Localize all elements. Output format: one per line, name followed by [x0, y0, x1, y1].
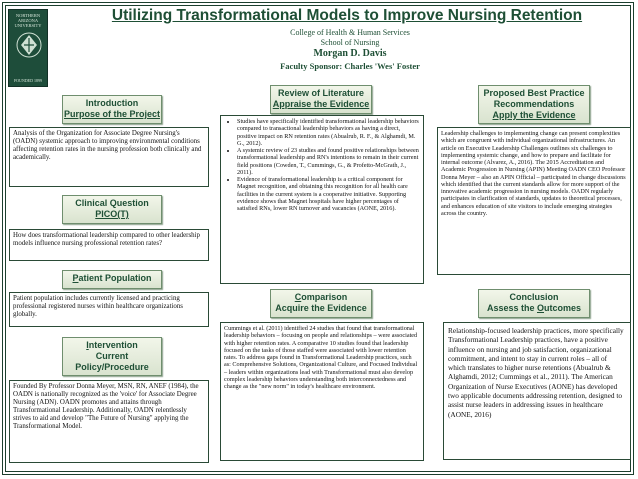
intervention-header-rest: ntervention	[88, 340, 138, 350]
conclusion-text-box: Relationship-focused leadership practice…	[443, 322, 631, 460]
intervention-text: Founded By Professor Donna Meyer, MSN, R…	[13, 383, 199, 431]
conclusion-header-line1: Conclusion	[509, 292, 559, 302]
best-practice-header: Proposed Best Practice Recommendations A…	[478, 85, 590, 124]
practice-text: Leadership challenges to implementing ch…	[441, 130, 626, 217]
review-bullet-list: Studies have specifically identified tra…	[224, 118, 420, 212]
practice-header-line1: Proposed Best Practice	[483, 88, 585, 98]
population-text: Patient population includes currently li…	[13, 295, 183, 319]
poster-title: Utilizing Transformational Models to Imp…	[111, 7, 583, 24]
conclusion-header-prefix: Assess the	[486, 303, 537, 313]
review-header: Review of Literature Appraise the Eviden…	[270, 85, 372, 114]
practice-text-box: Leadership challenges to implementing ch…	[437, 127, 631, 275]
conclusion-text: Relationship-focused leadership practice…	[448, 326, 624, 419]
review-bullet: Evidence of transformational leadership …	[237, 176, 420, 212]
clinical-text-box: How does transformational leadership com…	[9, 229, 209, 261]
conclusion-header-first: O	[537, 303, 545, 313]
conclusion-header: Conclusion Assess the Outcomes	[478, 289, 590, 318]
university-logo: NORTHERN ARIZONA UNIVERSITY FOUNDED 1899	[8, 9, 48, 87]
practice-header-line3: Apply the Evidence	[492, 110, 576, 120]
population-header-first: P	[72, 273, 79, 283]
intro-header: Introduction Purpose of the Project	[62, 95, 162, 124]
intro-text: Analysis of the Organization for Associa…	[13, 130, 202, 162]
intervention-text-box: Founded By Professor Donna Meyer, MSN, R…	[9, 380, 209, 463]
review-bullet: Studies have specifically identified tra…	[237, 118, 420, 147]
logo-top-text: NORTHERN ARIZONA UNIVERSITY	[14, 13, 42, 28]
clinical-header-line1: Clinical Question	[75, 198, 149, 208]
comparison-header-line2: Acquire the Evidence	[275, 303, 367, 313]
intervention-header-line3: Policy/Procedure	[75, 362, 149, 372]
intro-header-line2: Purpose of the Project	[63, 109, 161, 119]
poster-outer-border	[2, 2, 634, 475]
clinical-text: How does transformational leadership com…	[13, 232, 200, 248]
population-text-box: Patient population includes currently li…	[9, 292, 209, 327]
clinical-question-header: Clinical Question PICO(T)	[62, 195, 162, 224]
practice-header-line2: Recommendations	[493, 99, 575, 109]
clinical-header-line2: PICO(T)	[95, 209, 129, 219]
intro-text-box: Analysis of the Organization for Associa…	[9, 127, 209, 187]
school-name: School of Nursing	[320, 38, 380, 47]
intervention-header-first: I	[86, 340, 89, 350]
intervention-header-line2: Current	[95, 351, 129, 361]
pine-seal-icon	[16, 32, 42, 58]
review-bullet: A systemic review of 23 studies and foun…	[237, 147, 420, 176]
conclusion-header-rest: utcomes	[544, 303, 582, 313]
comparison-text: Cummings et al. (2011) identified 24 stu…	[224, 325, 418, 390]
review-header-line2: Appraise the Evidence	[272, 99, 370, 109]
intro-header-line1: Introduction	[85, 98, 139, 108]
college-name: College of Health & Human Services	[290, 28, 410, 37]
comparison-header-first: C	[294, 292, 302, 302]
author-name: Morgan D. Davis	[313, 48, 387, 59]
faculty-sponsor: Faculty Sponsor: Charles 'Wes' Foster	[280, 61, 420, 71]
population-header-rest: atient Population	[78, 273, 152, 283]
patient-population-header: Patient Population	[62, 270, 162, 289]
comparison-header-rest: omparison	[301, 292, 348, 302]
review-text-box: Studies have specifically identified tra…	[220, 115, 424, 284]
intervention-header: Intervention Current Policy/Procedure	[62, 337, 162, 376]
logo-bottom-text: FOUNDED 1899	[13, 78, 43, 83]
comparison-text-box: Cummings et al. (2011) identified 24 stu…	[220, 322, 424, 461]
review-header-line1: Review of Literature	[277, 88, 365, 98]
comparison-header: Comparison Acquire the Evidence	[270, 289, 372, 318]
